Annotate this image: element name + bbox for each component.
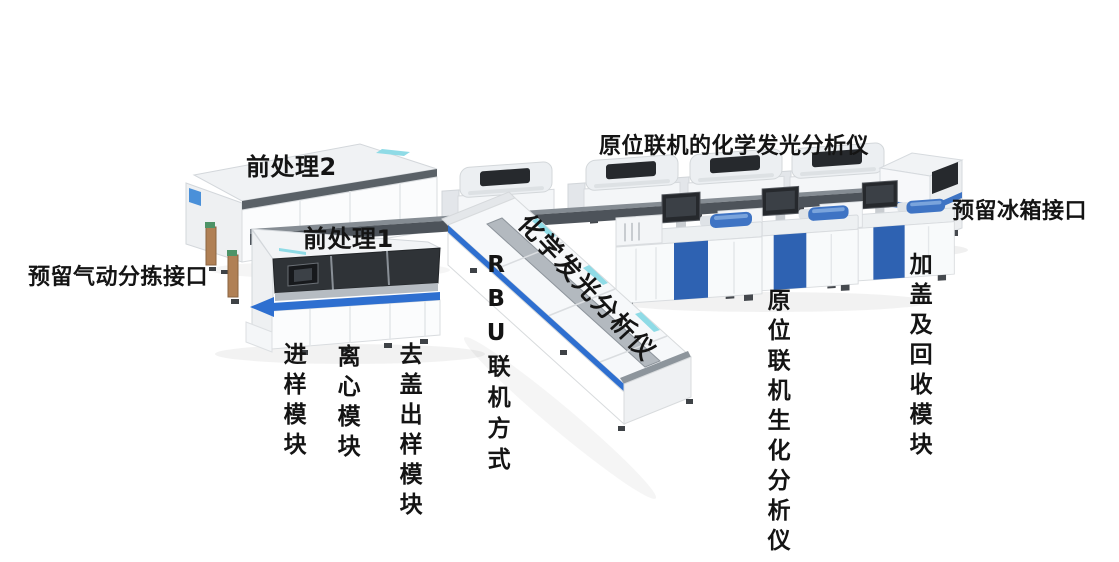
label-pretreatment-1: 前处理1 [303, 225, 394, 253]
label-rbu-link-mode: RBU联机方式 [483, 252, 510, 478]
label-sample-in-module: 进样模块 [279, 342, 306, 462]
label-insitu-biochemical-analyzer: 原位联机生化分析仪 [763, 288, 790, 558]
blue-edge-stripe [448, 225, 624, 392]
pneumatic-connector-strip [205, 226, 217, 266]
label-fridge-port: 预留冰箱接口 [952, 199, 1088, 224]
cyan-accent [376, 149, 410, 156]
label-capping-recycle-module: 加盖及回收模块 [905, 252, 932, 462]
blue-stripe [272, 292, 440, 311]
machine-pretreatment-1 [227, 228, 442, 355]
label-pretreatment-2: 前处理2 [246, 153, 337, 181]
label-insitu-chemiluminescence-analyzer: 原位联机的化学发光分析仪 [599, 134, 870, 159]
label-decap-output-module: 去盖出样模块 [395, 342, 422, 522]
pneumatic-connector-strip [227, 254, 239, 298]
label-pneumatic-sort-port: 预留气动分拣接口 [28, 265, 209, 290]
label-centrifuge-module: 离心模块 [333, 344, 360, 464]
biochemical-analyzer-1 [615, 191, 763, 310]
blue-arrow [250, 297, 274, 317]
blue-side-panel [873, 225, 905, 280]
machine-pretreatment-2 [185, 143, 438, 274]
top-screen [812, 149, 862, 168]
rbu-chemiluminescence-analyzer [441, 191, 693, 431]
cabinet-screen [932, 162, 958, 194]
